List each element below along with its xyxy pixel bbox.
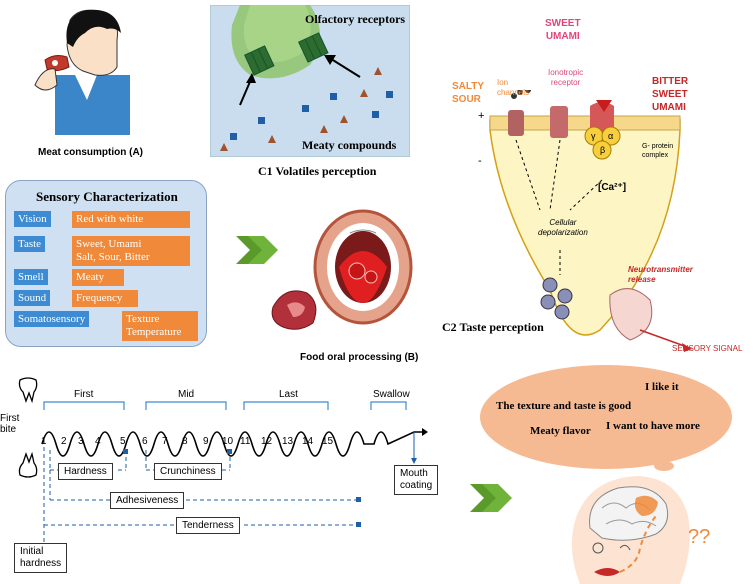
meaty-compounds-label: Meaty compounds [302,138,397,152]
desc-taste: Sweet, Umami Salt, Sour, Bitter [72,236,190,266]
phase-last: Last [279,389,298,400]
alpha-label: α [608,131,614,141]
thought-line-4: I want to have more [606,420,700,432]
chew-number: 4 [95,436,101,447]
volatiles-illustration [210,5,410,157]
salty-sour-label: SALTY SOUR [452,81,485,105]
sense-vision: Vision [14,211,51,227]
chew-number: 8 [182,436,188,447]
head-brain-illustration [571,476,690,584]
sensory-title: Sensory Characterization [36,189,178,204]
chew-number: 2 [61,436,67,447]
thought-line-2: The texture and taste is good [496,400,632,412]
bitter-sweet-umami-label: BITTER SWEET UMAMI [652,76,689,113]
panel-c1-caption: C1 Volatiles perception [258,164,377,178]
chew-number: 13 [282,436,294,447]
person-eating-illustration [34,9,130,135]
panel-c2-caption: C2 Taste perception [442,320,544,334]
mouth-coating-label: Mouth coating [394,465,439,495]
green-arrow-icon [470,484,512,512]
chew-number: 6 [142,436,148,447]
taste-cell-illustration [489,90,692,352]
gamma-label: γ [591,131,596,141]
sensory-characterization-box: Sensory Characterization Vision Red with… [5,180,207,347]
neurotransmitter-label: Neurotransmitter release [628,265,693,284]
desc-vision: Red with white [72,211,190,228]
panel-b-caption: Food oral processing (B) [300,352,419,363]
chew-number: 15 [322,436,334,447]
sensory-signal-label: SENSORY SIGNAL [672,344,743,353]
tenderness-label: Tenderness [176,517,240,534]
calcium-label: [Ca²⁺] [598,182,627,193]
panel-a-caption: Meat consumption (A) [38,147,143,158]
phase-swallow: Swallow [373,389,410,400]
thought-line-3: Meaty flavor [530,425,591,437]
chew-number: 12 [261,436,273,447]
phase-first: First [74,389,94,400]
ion-channels-label: Ion channels [497,78,530,97]
beta-label: β [600,145,606,155]
sense-smell: Smell [14,269,48,285]
minus-label: - [478,155,482,167]
olfactory-receptors-label: Olfactory receptors [305,12,406,26]
ionotropic-label: Ionotropic receptor [548,68,584,87]
tooth-icon [18,377,38,403]
initial-hardness-label: Initial hardness [14,543,68,573]
sense-taste: Taste [14,236,46,252]
thought-bubble [480,365,732,471]
crunchiness-label: Crunchiness [154,463,222,480]
desc-sound: Frequency [72,290,138,307]
g-protein-label: G- protein complex [642,143,674,159]
sense-somatosensory: Somatosensory [14,311,90,327]
tooth-icon-lower [18,452,38,478]
chew-number: 10 [222,436,234,447]
sense-sound: Sound [14,290,51,306]
depolarization-label: Cellular depolarization [538,218,588,237]
phase-mid: Mid [178,389,195,400]
chew-number: 1 [41,436,47,447]
hardness-label: Hardness [58,463,113,480]
question-marks: ?? [688,526,711,548]
chew-number: 5 [120,436,126,447]
chew-number: 14 [302,436,314,447]
thought-line-1: I like it [645,381,679,393]
sweet-umami-top-label: SWEET UMAMI [545,18,581,42]
oral-processing-illustration [271,209,413,330]
desc-smell: Meaty [72,269,124,286]
chew-number: 7 [162,436,168,447]
chew-number: 3 [78,436,84,447]
chew-number: 11 [240,436,251,447]
chew-number: 9 [203,436,209,447]
plus-label: + [478,110,485,122]
desc-somatosensory: Texture Temperature [122,311,198,341]
chewing-timeline [41,401,428,542]
green-arrow-icon [236,236,278,264]
first-bite-label: First bite [0,413,20,435]
adhesiveness-label: Adhesiveness [110,492,185,509]
